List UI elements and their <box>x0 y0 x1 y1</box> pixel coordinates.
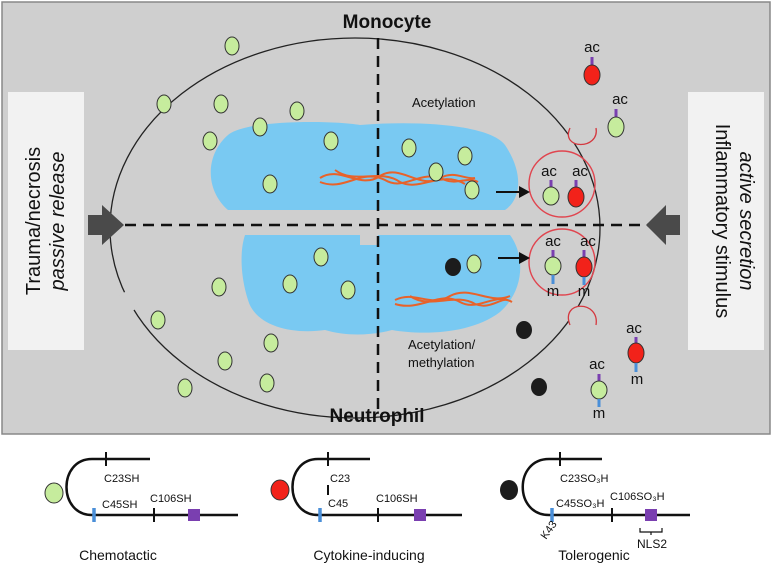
green-dot <box>150 310 166 330</box>
green-dot <box>428 162 444 182</box>
green-dot <box>466 254 482 274</box>
ac-mark: ac <box>580 233 596 250</box>
ac-mark: ac <box>589 356 605 373</box>
m-mark: m <box>593 405 606 422</box>
secretion-pit-bottom <box>567 305 597 326</box>
m-mark: m <box>631 371 644 388</box>
vesicle-top <box>528 150 596 218</box>
neutrophil-label: Neutrophil <box>330 406 425 427</box>
legend-cytokine-inducing-label: Cytokine-inducing <box>313 547 424 563</box>
vesicle-bottom-contents: ac m ac m <box>544 233 596 300</box>
svg-text:C106SH: C106SH <box>150 493 192 505</box>
acetylation-methylation-label-2: methylation <box>408 355 474 370</box>
black-hmgb1-group <box>445 258 547 396</box>
ac-mark: ac <box>612 91 628 108</box>
green-dot <box>177 378 193 398</box>
acetylation-arrow <box>496 186 530 198</box>
svg-text:C106SH: C106SH <box>376 493 418 505</box>
svg-text:C45: C45 <box>328 498 348 510</box>
ac-mark: ac <box>584 39 600 56</box>
right-box-line1: Inflammatory stimulus <box>711 124 733 319</box>
ac-mark: ac <box>572 163 588 180</box>
svg-text:C45SO₃H: C45SO₃H <box>556 498 605 510</box>
green-dot <box>262 174 278 194</box>
svg-text:NLS2: NLS2 <box>637 537 667 551</box>
acetylation-label: Acetylation <box>412 95 476 110</box>
green-dot <box>457 146 473 166</box>
chromatin-bottom <box>394 291 513 307</box>
active-secretion-arrow <box>646 205 680 245</box>
legend-chemotactic: C23SH C45SH C106SH Chemotactic <box>44 452 238 563</box>
ac-mark: ac <box>545 233 561 250</box>
svg-text:C45SH: C45SH <box>102 499 138 511</box>
left-box-line2: passive release <box>47 152 69 292</box>
vesicle-bottom <box>528 228 596 296</box>
green-dot <box>263 333 279 353</box>
green-dot <box>289 101 305 121</box>
right-box-line2: active secretion <box>735 152 757 291</box>
svg-text:C23SO₃H: C23SO₃H <box>560 473 609 485</box>
ac-mark: ac <box>626 320 642 337</box>
green-dot <box>323 131 339 151</box>
left-box-line1: Trauma/necrosis <box>23 147 45 295</box>
methylation-arrow <box>498 252 530 264</box>
svg-text:C106SO₃H: C106SO₃H <box>610 491 665 503</box>
green-dot <box>313 247 329 267</box>
acetyl-methyl-green-outside: ac m <box>589 356 608 422</box>
chromatin-top <box>319 169 479 186</box>
legend-tolerogenic: C23SO₃H C45SO₃H C106SO₃H K43 NLS2 Tolero… <box>500 452 690 563</box>
green-dot <box>340 280 356 300</box>
vesicle-top-contents: ac ac <box>541 163 588 208</box>
green-dot <box>282 274 298 294</box>
legend-tolerogenic-label: Tolerogenic <box>558 547 630 563</box>
legend-chemotactic-label: Chemotactic <box>79 547 157 563</box>
acetylation-methylation-label-1: Acetylation/ <box>408 337 476 352</box>
green-dot <box>252 117 268 137</box>
secretion-pit-top <box>567 127 597 146</box>
green-dot <box>202 131 218 151</box>
ac-mark: ac <box>541 163 557 180</box>
green-dot <box>224 36 240 56</box>
legend-cytokine-inducing: C23 C45 C106SH Cytokine-inducing <box>270 452 462 563</box>
green-dot <box>401 138 417 158</box>
acetylated-green-pit: ac <box>607 91 628 138</box>
green-dot <box>464 180 480 200</box>
green-dot <box>156 94 172 114</box>
monocyte-label: Monocyte <box>343 12 432 33</box>
left-box: Trauma/necrosis passive release <box>8 92 84 350</box>
m-mark: m <box>547 283 560 300</box>
cell-panel <box>1 1 771 435</box>
svg-text:C23SH: C23SH <box>104 473 140 485</box>
svg-text:K43: K43 <box>539 519 560 542</box>
acetyl-methyl-red-outside: ac m <box>626 320 645 388</box>
acetylated-red-outside: ac <box>583 39 601 86</box>
right-box: Inflammatory stimulus active secretion <box>688 92 764 350</box>
green-hmgb1-group <box>150 36 482 398</box>
green-dot <box>217 351 233 371</box>
svg-text:C23: C23 <box>330 473 350 485</box>
black-dot <box>445 258 461 276</box>
passive-release-arrow <box>88 205 124 245</box>
green-dot <box>211 277 227 297</box>
black-dot <box>516 321 532 339</box>
green-dot <box>259 373 275 393</box>
black-dot <box>531 378 547 396</box>
m-mark: m <box>578 283 591 300</box>
green-dot <box>213 94 229 114</box>
